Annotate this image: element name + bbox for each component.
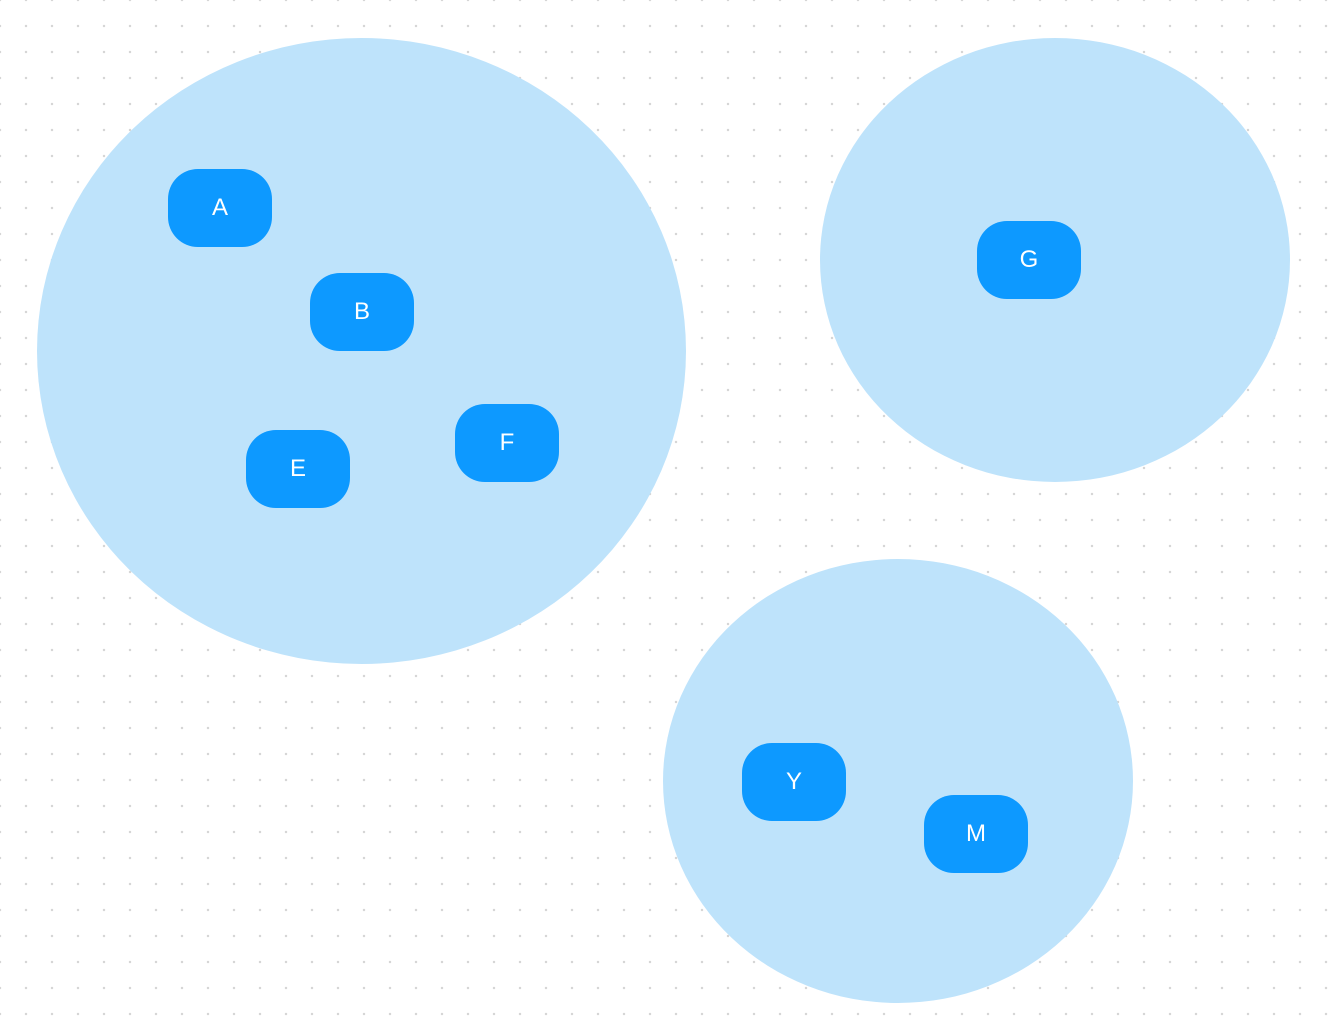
node-b[interactable]: B bbox=[310, 273, 414, 351]
cluster-group[interactable] bbox=[663, 559, 1133, 1003]
cluster-group[interactable] bbox=[37, 38, 686, 664]
node-f[interactable]: F bbox=[455, 404, 559, 482]
node-y[interactable]: Y bbox=[742, 743, 846, 821]
node-a[interactable]: A bbox=[168, 169, 272, 247]
node-m[interactable]: M bbox=[924, 795, 1028, 873]
node-g[interactable]: G bbox=[977, 221, 1081, 299]
node-e[interactable]: E bbox=[246, 430, 350, 508]
